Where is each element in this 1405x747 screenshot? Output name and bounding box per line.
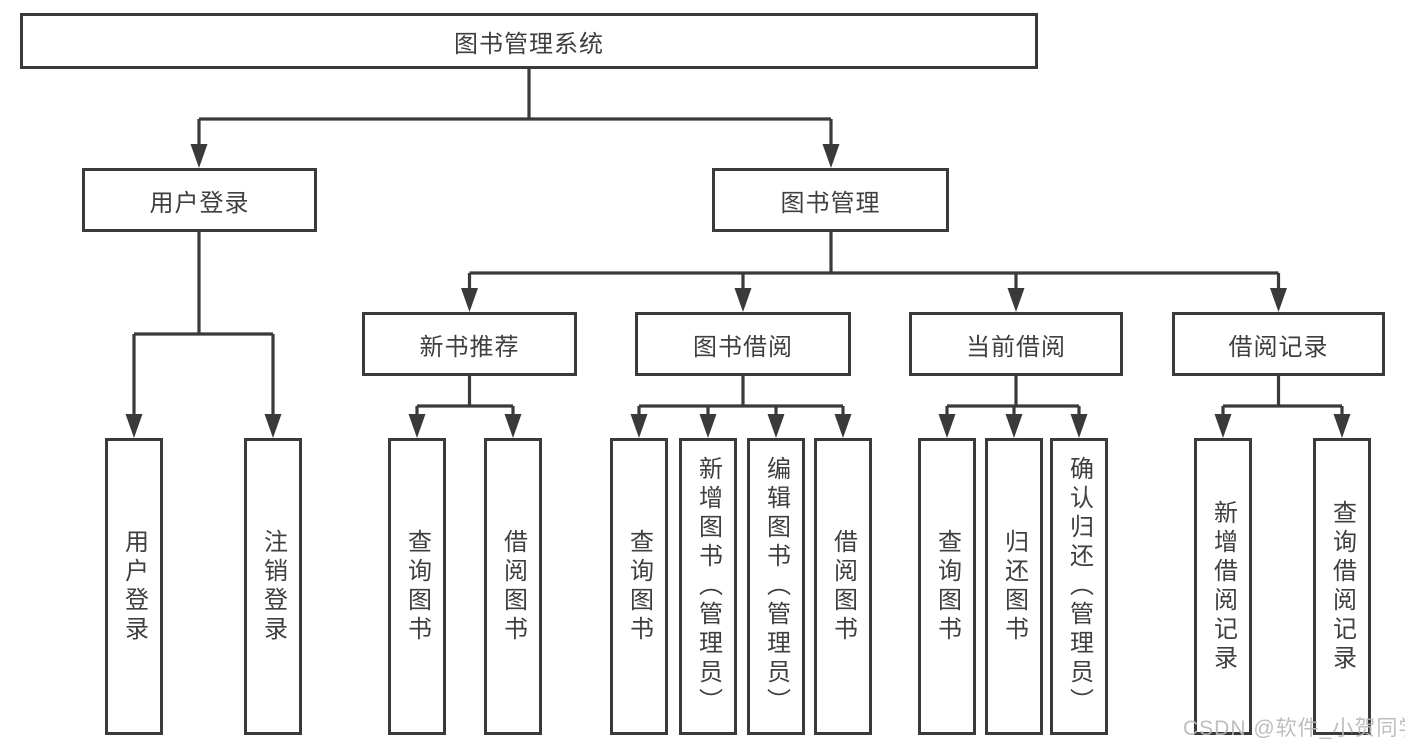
node-user-login-label: 用户登录 xyxy=(149,189,250,217)
leaf-return-book: 归还图书 xyxy=(985,438,1043,735)
node-root-label: 图书管理系统 xyxy=(454,30,604,58)
leaf-query-books-borrowing-label: 查询图书 xyxy=(625,528,653,645)
node-current-borrowing-label: 当前借阅 xyxy=(966,333,1066,361)
leaf-query-books-current-label: 查询图书 xyxy=(933,528,961,645)
leaf-query-books-recommend: 查询图书 xyxy=(388,438,446,735)
node-user-login: 用户登录 xyxy=(82,168,317,232)
leaf-query-books-current: 查询图书 xyxy=(918,438,976,735)
leaf-add-borrow-record: 新增借阅记录 xyxy=(1194,438,1252,735)
node-new-book-recommend: 新书推荐 xyxy=(362,312,577,376)
node-book-management-label: 图书管理 xyxy=(780,189,881,217)
leaf-edit-book-admin-label: 编辑图书（管理员） xyxy=(762,456,790,717)
leaf-user-login-label: 用户登录 xyxy=(120,528,148,645)
node-new-book-recommend-label: 新书推荐 xyxy=(419,333,520,361)
leaf-confirm-return-admin-label: 确认归还（管理员） xyxy=(1065,456,1093,717)
leaf-borrow-books-recommend: 借阅图书 xyxy=(484,438,542,735)
leaf-query-borrow-record-label: 查询借阅记录 xyxy=(1328,499,1356,674)
leaf-add-book-admin: 新增图书（管理员） xyxy=(679,438,737,735)
leaf-borrow-books-borrowing: 借阅图书 xyxy=(814,438,872,735)
node-book-management: 图书管理 xyxy=(712,168,949,232)
leaf-return-book-label: 归还图书 xyxy=(1000,528,1028,645)
node-borrowing-records: 借阅记录 xyxy=(1172,312,1385,376)
node-book-borrowing-label: 图书借阅 xyxy=(693,333,793,361)
leaf-add-book-admin-label: 新增图书（管理员） xyxy=(694,456,722,717)
csdn-watermark: CSDN @软件_小贺同学 xyxy=(1183,717,1405,740)
leaf-logout: 注销登录 xyxy=(244,438,302,735)
leaf-logout-label: 注销登录 xyxy=(259,528,287,645)
node-current-borrowing: 当前借阅 xyxy=(909,312,1123,376)
node-root: 图书管理系统 xyxy=(20,13,1038,69)
leaf-query-books-borrowing: 查询图书 xyxy=(610,438,668,735)
node-borrowing-records-label: 借阅记录 xyxy=(1228,333,1329,361)
node-book-borrowing: 图书借阅 xyxy=(635,312,851,376)
leaf-borrow-books-recommend-label: 借阅图书 xyxy=(499,528,527,645)
leaf-borrow-books-borrowing-label: 借阅图书 xyxy=(829,528,857,645)
leaf-query-books-recommend-label: 查询图书 xyxy=(403,528,431,645)
leaf-confirm-return-admin: 确认归还（管理员） xyxy=(1050,438,1108,735)
leaf-user-login: 用户登录 xyxy=(105,438,163,735)
leaf-query-borrow-record: 查询借阅记录 xyxy=(1313,438,1371,735)
leaf-edit-book-admin: 编辑图书（管理员） xyxy=(747,438,805,735)
leaf-add-borrow-record-label: 新增借阅记录 xyxy=(1209,499,1237,674)
